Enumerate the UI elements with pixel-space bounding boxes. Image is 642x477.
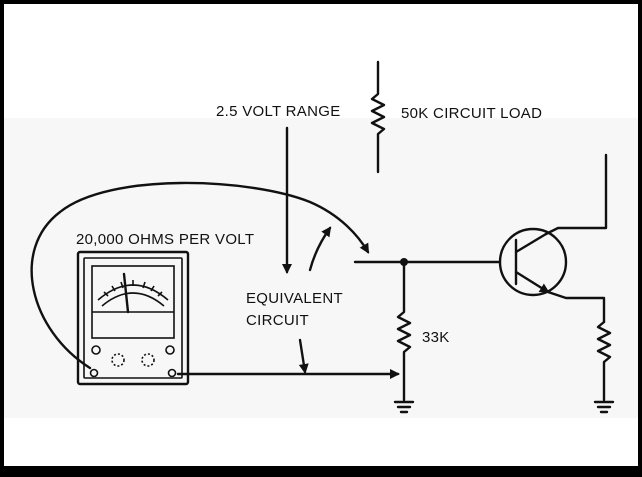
transistor-symbol	[498, 227, 568, 297]
collector-wire	[544, 153, 608, 236]
equivalent-label-line2: CIRCUIT	[246, 312, 309, 329]
load-resistor-symbol	[370, 60, 386, 174]
bias-resistor-label: 33K	[422, 329, 450, 346]
left-ground-symbol	[393, 400, 415, 414]
multimeter-icon	[76, 250, 190, 386]
emitter-wire	[546, 290, 606, 324]
circuit-load-label: 50K CIRCUIT LOAD	[401, 105, 542, 122]
emitter-resistor-symbol	[596, 320, 612, 402]
voltage-range-label: 2.5 VOLT RANGE	[216, 103, 341, 120]
meter-sensitivity-label: 20,000 OHMS PER VOLT	[76, 231, 254, 248]
equivalent-up-arrow	[308, 226, 332, 272]
bias-resistor-symbol	[396, 260, 412, 402]
equivalent-down-arrow	[298, 338, 309, 374]
equivalent-label-line1: EQUIVALENT	[246, 290, 343, 307]
paper-shade-band	[4, 118, 638, 418]
meter-positive-lead	[30, 181, 370, 370]
right-ground-symbol	[593, 400, 615, 414]
